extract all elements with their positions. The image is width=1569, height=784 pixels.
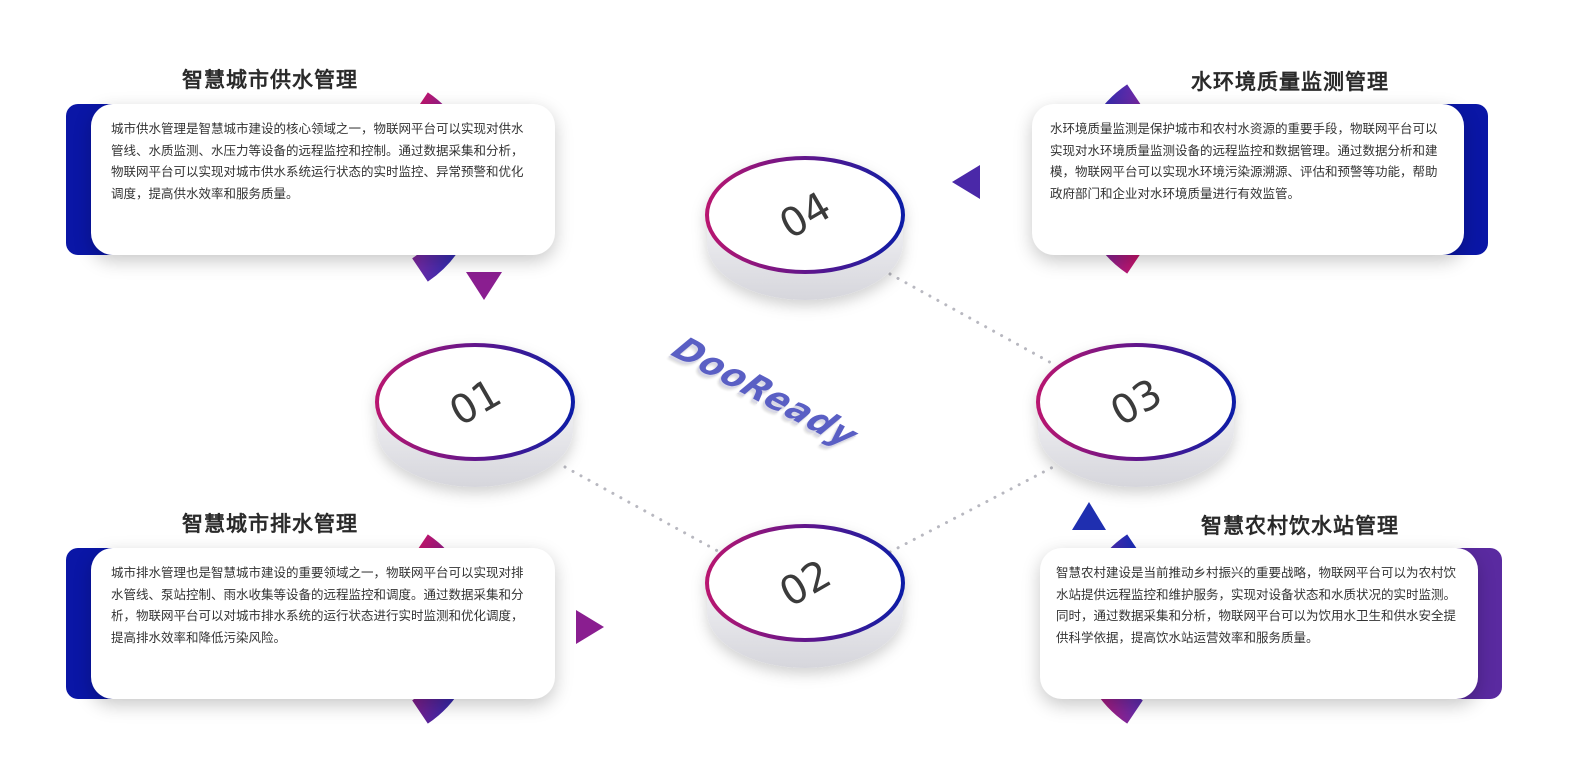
disc-top — [705, 156, 905, 274]
section-1-title: 智慧城市供水管理 — [182, 68, 358, 92]
section-4-text: 水环境质量监测是保护城市和农村水资源的重要手段，物联网平台可以实现对水环境质量监… — [1050, 121, 1438, 201]
section-2-text: 城市排水管理也是智慧城市建设的重要领域之一，物联网平台可以实现对排水管线、泵站控… — [111, 565, 524, 645]
section-3-panel: 智慧农村建设是当前推动乡村振兴的重要战略，物联网平台可以为农村饮水站提供远程监控… — [1040, 548, 1478, 699]
disc-top — [375, 343, 575, 461]
disc-02: 02 — [705, 524, 905, 668]
section-4-panel: 水环境质量监测是保护城市和农村水资源的重要手段，物联网平台可以实现对水环境质量监… — [1032, 104, 1464, 255]
section-3-title: 智慧农村饮水站管理 — [1201, 514, 1399, 538]
section-3-text: 智慧农村建设是当前推动乡村振兴的重要战略，物联网平台可以为农村饮水站提供远程监控… — [1056, 565, 1457, 645]
section-1-text: 城市供水管理是智慧城市建设的核心领域之一，物联网平台可以实现对供水管线、水质监测… — [111, 121, 524, 201]
disc-top — [1036, 343, 1236, 461]
section-2-panel: 城市排水管理也是智慧城市建设的重要领域之一，物联网平台可以实现对排水管线、泵站控… — [91, 548, 555, 699]
disc-04: 04 — [705, 156, 905, 300]
section-2-title: 智慧城市排水管理 — [182, 512, 358, 536]
connector-lines — [563, 272, 1057, 557]
numbered-discs: 01 02 03 04 — [375, 156, 1236, 668]
disc-03: 03 — [1036, 343, 1236, 487]
disc-01: 01 — [375, 343, 575, 487]
section-1-panel: 城市供水管理是智慧城市建设的核心领域之一，物联网平台可以实现对供水管线、水质监测… — [91, 104, 555, 255]
disc-top — [705, 524, 905, 642]
section-4-title: 水环境质量监测管理 — [1191, 70, 1389, 94]
